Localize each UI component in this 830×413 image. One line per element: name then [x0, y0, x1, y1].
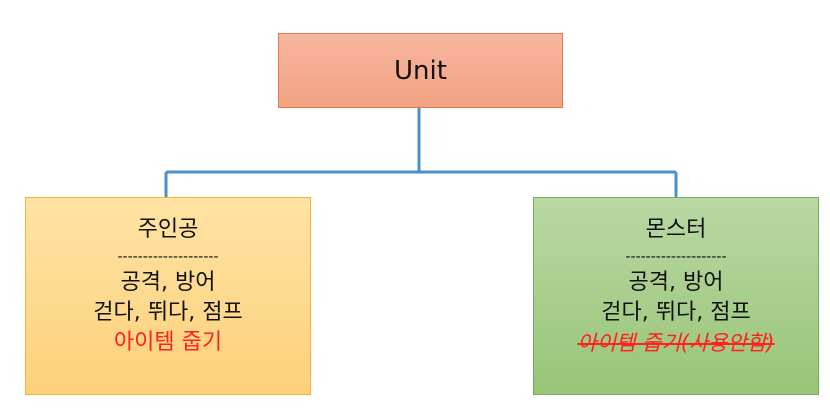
monster-line-pickup-item-unused: 아이템 줍기(사용안함)	[577, 331, 775, 355]
monster-line-walk-run-jump: 걷다, 뛰다, 점프	[601, 300, 751, 325]
monster-line-attack-defense: 공격, 방어	[628, 270, 724, 295]
monster-title: 몬스터	[645, 217, 707, 242]
hero-separator: --------------------	[117, 249, 219, 265]
unit-label: Unit	[394, 55, 447, 86]
monster-separator: --------------------	[625, 249, 727, 265]
hero-node: 주인공 -------------------- 공격, 방어 걷다, 뛰다, …	[25, 197, 311, 395]
hero-line-pickup-item: 아이템 줍기	[113, 330, 223, 355]
hero-title: 주인공	[137, 217, 199, 242]
hero-line-walk-run-jump: 걷다, 뛰다, 점프	[93, 300, 243, 325]
monster-node: 몬스터 -------------------- 공격, 방어 걷다, 뛰다, …	[533, 197, 819, 395]
unit-node: Unit	[278, 33, 563, 108]
hero-line-attack-defense: 공격, 방어	[120, 270, 216, 295]
